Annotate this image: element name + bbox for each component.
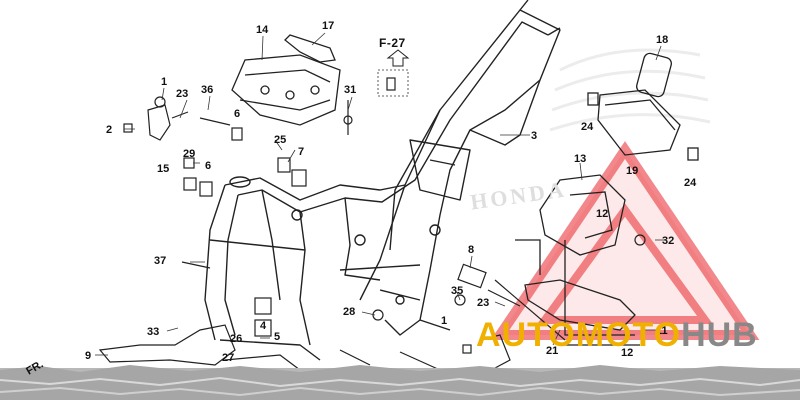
callout-37: 37: [154, 255, 167, 267]
callout-27: 27: [222, 352, 235, 364]
watermark-part-a: AUTOMOTO: [476, 316, 682, 354]
callout-7: 7: [298, 146, 305, 158]
callout-26: 26: [230, 333, 243, 345]
callout-35: 35: [451, 285, 464, 297]
callout-13: 13: [574, 153, 587, 165]
callout-23a: 23: [176, 88, 189, 100]
main-frame: [204, 0, 561, 361]
callout-25: 25: [274, 134, 287, 146]
callout-2: 2: [106, 124, 113, 136]
callout-5: 5: [274, 331, 281, 343]
callout-32: 32: [662, 235, 675, 247]
callout-33: 33: [147, 326, 160, 338]
callout-11: 11: [656, 325, 668, 337]
ecu-holder: [587, 52, 699, 161]
callout-23b: 23: [477, 297, 490, 309]
callout-1: 1: [161, 76, 168, 88]
watermark-part-b: HUB: [681, 316, 758, 354]
callout-24a: 24: [581, 121, 594, 133]
callout-1b: 1: [441, 315, 448, 327]
callout-24b: 24: [684, 177, 697, 189]
callout-4: 4: [260, 320, 267, 332]
honda-wing-logo: [549, 48, 711, 132]
callout-15: 15: [157, 163, 170, 175]
side-bracket: [539, 174, 626, 256]
callout-18: 18: [656, 34, 669, 46]
reference-label: F-27: [379, 36, 406, 50]
callout-36: 36: [201, 84, 214, 96]
reference-arrow: [377, 49, 410, 97]
callout-3: 3: [531, 130, 538, 142]
callout-12b: 12: [621, 347, 634, 359]
callout-28: 28: [343, 306, 356, 318]
callout-29: 29: [183, 148, 196, 160]
callout-21: 21: [546, 345, 559, 357]
right-hardware: [343, 77, 646, 369]
ground-strip: [0, 365, 800, 400]
leader-lines: [95, 32, 666, 356]
step-plate: [515, 239, 640, 346]
callout-31: 31: [344, 84, 357, 96]
callout-9: 9: [85, 350, 92, 362]
callout-14: 14: [256, 24, 269, 36]
footrest-bracket: [98, 324, 301, 371]
watermark-triangle-fill: [500, 150, 750, 335]
callout-8: 8: [468, 244, 475, 256]
watermark-logo: AUTOMOTOHUB: [476, 316, 758, 355]
callout-19: 19: [626, 165, 639, 177]
upper-bracket: [231, 34, 341, 126]
callout-6a: 6: [234, 108, 241, 120]
callout-12a: 12: [596, 208, 609, 220]
callout-6b: 6: [205, 160, 212, 172]
callout-17: 17: [322, 20, 335, 32]
